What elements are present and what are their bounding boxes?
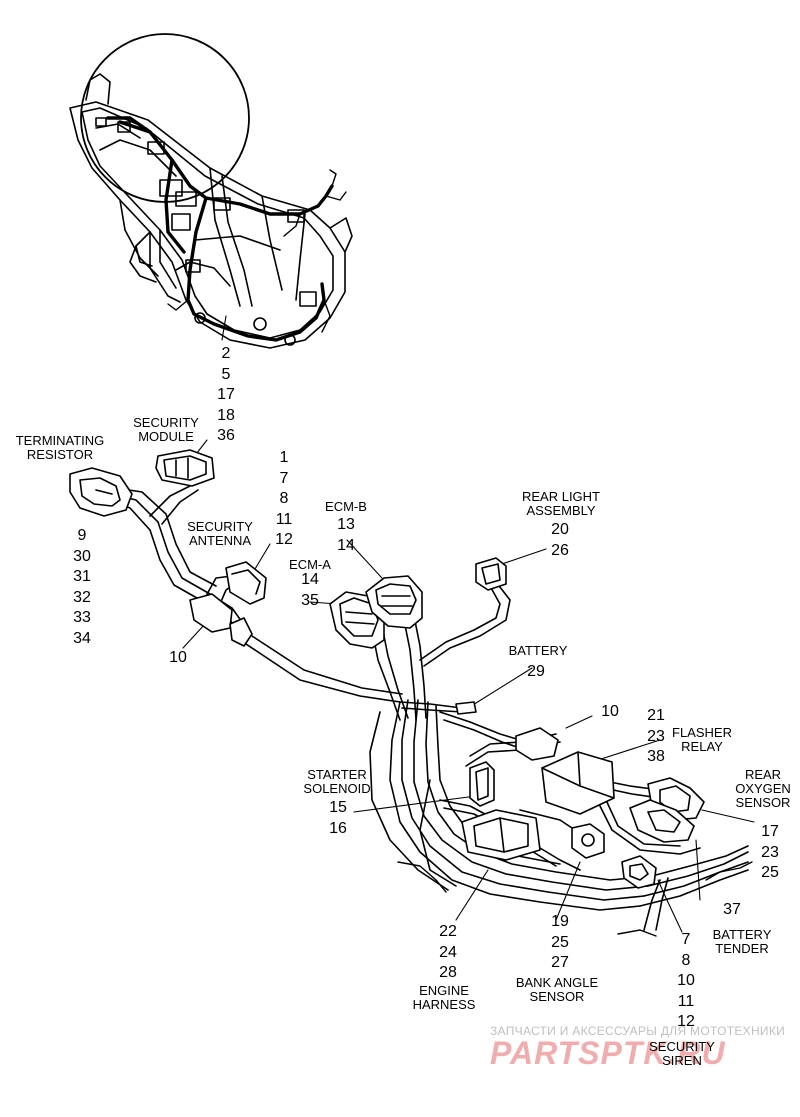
- callout-security-siren: 7 8 10 11 12: [672, 930, 700, 1033]
- label-rear-oxygen-sensor: REAR OXYGEN SENSOR: [735, 767, 791, 810]
- callout-number: 12: [275, 531, 293, 548]
- callout-number: 23: [761, 843, 779, 861]
- callout-number: 32: [73, 588, 91, 606]
- callout-flasher-relay: 21 23 38: [642, 706, 670, 768]
- callout-bank-angle-sensor: 19 25 27: [546, 912, 574, 974]
- callout-number: 5: [221, 365, 231, 383]
- label-bank-angle-sensor: BANK ANGLE SENSOR: [515, 975, 599, 1004]
- callout-number: 26: [551, 541, 569, 559]
- callout-number: 11: [275, 510, 293, 528]
- motorcycle-frame: [69, 33, 353, 349]
- callout-number: 15: [329, 799, 347, 816]
- label-battery: BATTERY: [508, 643, 568, 658]
- callout-number: 21: [647, 707, 665, 724]
- callout-flasher-relay-connector: 10: [601, 703, 619, 720]
- callout-number: 17: [761, 823, 779, 840]
- components: [69, 449, 705, 889]
- frame-wires: [167, 169, 347, 333]
- callout-number: 8: [681, 951, 691, 969]
- callout-number: 11: [677, 992, 695, 1010]
- label-battery-tender: BATTERY TENDER: [712, 927, 772, 956]
- callout-number: 9: [77, 527, 87, 544]
- callout-security-module-connector: 10: [169, 649, 187, 666]
- callout-number: 31: [73, 568, 91, 585]
- callout-number: 18: [217, 406, 235, 424]
- label-engine-harness: ENGINE HARNESS: [412, 983, 476, 1012]
- callout-number: 20: [551, 521, 569, 538]
- callout-number: 1: [279, 449, 289, 466]
- frame-harness: [106, 116, 334, 342]
- callout-battery-tender: 37: [723, 901, 741, 918]
- label-rear-light-assembly: REAR LIGHT ASSEMBLY: [521, 489, 600, 518]
- callout-number: 25: [761, 864, 779, 881]
- callout-number: 35: [301, 591, 319, 609]
- callout-starter-solenoid: 15 16: [324, 798, 352, 839]
- callout-number: 16: [329, 819, 347, 837]
- label-ecm-b: ECM-B: [325, 499, 367, 514]
- callout-number: 24: [439, 943, 457, 961]
- label-security-antenna: SECURITY ANTENNA: [187, 519, 253, 548]
- callout-number: 7: [681, 931, 691, 948]
- callout-number: 25: [551, 933, 569, 951]
- callout-number: 10: [677, 972, 695, 989]
- label-security-siren: SECURITY SIREN: [649, 1039, 715, 1068]
- callout-number: 12: [677, 1013, 695, 1030]
- label-flasher-relay: FLASHER RELAY: [672, 725, 732, 754]
- callout-terminating-resistor: 9 30 31 32 33 34: [68, 526, 96, 649]
- callout-number: 13: [337, 516, 355, 533]
- callout-number: 34: [73, 629, 91, 647]
- callout-battery: 29: [527, 663, 545, 680]
- callout-number: 27: [551, 954, 569, 971]
- callout-number: 19: [551, 913, 569, 930]
- label-security-module: SECURITY MODULE: [133, 415, 199, 444]
- callout-number: 33: [73, 609, 91, 626]
- callout-number: 23: [647, 727, 665, 745]
- watermark-logo: PARTSPTK.RU: [490, 1035, 726, 1071]
- callout-number: 7: [279, 469, 289, 487]
- callout-rear-light: 20 26: [546, 520, 574, 561]
- chassis-edge: [397, 861, 753, 937]
- callout-number: 14: [301, 571, 319, 588]
- watermark-text: ЗАПЧАСТИ И АКСЕССУАРЫ ДЛЯ МОТОТЕХНИКИ: [490, 1024, 786, 1038]
- callout-number: 38: [647, 748, 665, 765]
- callout-engine-harness: 22 24 28: [434, 922, 462, 984]
- callout-number: 2: [221, 345, 231, 362]
- callout-security-antenna-parts: 1 7 8 11 12: [270, 448, 298, 551]
- callout-number: 8: [279, 490, 289, 507]
- label-ecm-a: ECM-A: [289, 557, 331, 572]
- callout-ecm-b: 13 14: [332, 515, 360, 556]
- label-terminating-resistor: TERMINATING RESISTOR: [15, 433, 105, 462]
- callout-number: 28: [439, 964, 457, 981]
- callout-ecm-a: 14 35: [296, 570, 324, 611]
- label-starter-solenoid: STARTER SOLENOID: [303, 767, 371, 796]
- callout-number: 30: [73, 547, 91, 565]
- callout-number: 14: [337, 536, 355, 554]
- callout-number: 17: [217, 386, 235, 403]
- callout-frame: 2 5 17 18 36: [212, 344, 240, 447]
- callout-number: 36: [217, 427, 235, 444]
- callout-rear-oxygen-sensor: 17 23 25: [756, 822, 784, 884]
- callout-number: 22: [439, 923, 457, 940]
